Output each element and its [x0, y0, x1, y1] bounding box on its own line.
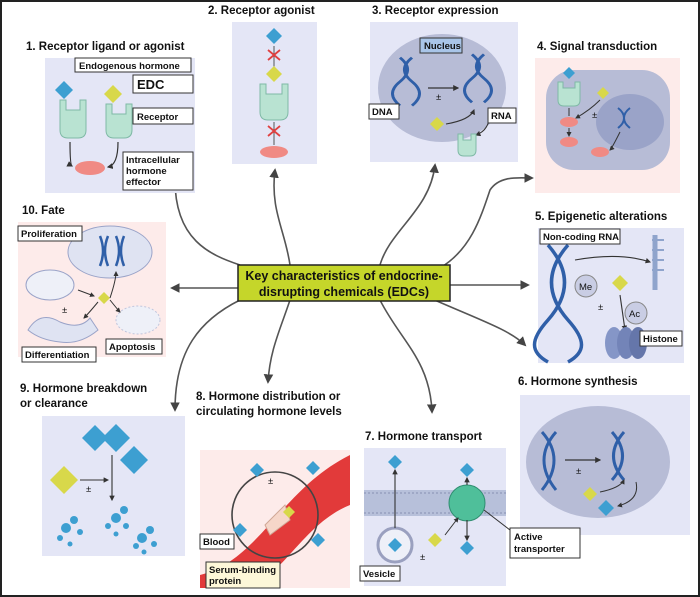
pm-symbol: ±: [436, 92, 441, 103]
pm-symbol: ±: [268, 476, 273, 487]
edc-diamond-icon: [283, 506, 295, 518]
hormone-diamond-icon: [233, 523, 247, 537]
panel-hormone-breakdown: 9. Hormone breakdown or clearance ±: [20, 383, 185, 556]
panel10-title: 10. Fate: [22, 205, 65, 217]
hormone-diamond-icon: [55, 81, 73, 99]
label-endogenous-box: [74, 57, 192, 73]
panel8-title-1: 8. Hormone distribution or: [196, 391, 341, 403]
label-blood: Blood: [203, 537, 230, 548]
label-ncrna: Non-coding RNA: [543, 232, 619, 243]
block-x-icon: [267, 125, 281, 137]
edc-diamond-icon: [98, 292, 110, 304]
panel-receptor-ligand: 1. Receptor ligand or agonist Endogenous…: [26, 41, 195, 193]
panel-hormone-transport: 7. Hormone transport ± Active transporte…: [359, 431, 581, 586]
panel1-title: 1. Receptor ligand or agonist: [26, 41, 185, 53]
panel9-title-1: 9. Hormone breakdown: [20, 383, 147, 395]
label-receptor: Receptor: [137, 112, 178, 123]
panel4-title: 4. Signal transduction: [537, 41, 657, 53]
hormone-diamond-icon: [563, 67, 575, 79]
center-title-line2: disrupting chemicals (EDCs): [259, 285, 429, 299]
panel-receptor-agonist: 2. Receptor agonist: [208, 5, 317, 164]
label-rna: RNA: [491, 111, 512, 122]
hormone-diamond-icon: [311, 533, 325, 547]
hormone-diamond-icon: [306, 461, 320, 475]
panel-receptor-expression: 3. Receptor expression ± Nucleus DNA RNA: [368, 5, 518, 162]
hormone-diamond-icon: [250, 463, 264, 477]
panel2-title: 2. Receptor agonist: [208, 5, 315, 17]
label-vesicle: Vesicle: [363, 569, 395, 580]
pm-symbol: ±: [86, 484, 91, 495]
label-sbp-1: Serum-binding: [209, 565, 276, 576]
pm-symbol: ±: [420, 552, 425, 563]
label-apoptosis: Apoptosis: [109, 342, 155, 353]
effector-ellipse-icon: [260, 146, 288, 158]
panel9-title-2: or clearance: [20, 398, 88, 410]
hormone-diamond-icon: [388, 455, 402, 469]
hormone-diamond-icon: [82, 425, 108, 451]
hormone-fragments-icon: [57, 506, 157, 555]
label-ac: Ac: [629, 309, 640, 320]
active-transporter-circle: [448, 484, 486, 522]
label-active-2: transporter: [514, 544, 565, 555]
edc-diamond-icon: [597, 87, 609, 99]
receptor-shape-icon: [259, 83, 289, 121]
panel3-title: 3. Receptor expression: [372, 5, 499, 17]
panel-signal-transduction: 4. Signal transduction ±: [535, 41, 680, 193]
apoptotic-cell-shape: [115, 305, 161, 335]
edc-diamond-icon: [266, 66, 282, 82]
hormone-diamond-icon: [102, 424, 130, 452]
cell-shape: [25, 269, 75, 301]
panel-hormone-distribution: 8. Hormone distribution or circulating h…: [196, 391, 350, 589]
receptor-shape-icon: [557, 81, 581, 107]
label-differentiation: Differentiation: [25, 350, 90, 361]
panel5-title: 5. Epigenetic alterations: [535, 211, 667, 223]
dividing-cell-shape: [67, 225, 153, 279]
panel-fate: 10. Fate ± Proliferation Apoptosis Diffe…: [17, 205, 166, 363]
label-active-1: Active: [514, 532, 543, 543]
label-histone: Histone: [643, 334, 678, 345]
differentiated-cell-shape: [27, 317, 99, 343]
panel6-title: 6. Hormone synthesis: [518, 376, 638, 388]
edc-diamond-icon: [612, 275, 628, 291]
label-effector-2: hormone: [126, 166, 167, 177]
panel-hormone-synthesis: 6. Hormone synthesis ±: [518, 376, 690, 535]
edc-diamond-icon: [104, 85, 122, 103]
label-dna: DNA: [372, 107, 393, 118]
pm-symbol: ±: [598, 302, 603, 313]
panel7-title: 7. Hormone transport: [365, 431, 482, 443]
receptor-shape-icon: [457, 133, 477, 157]
receptor-shape-2-icon: [105, 103, 133, 139]
connector-arrows: [170, 163, 534, 414]
edc-diamond-icon: [428, 533, 442, 547]
hormone-diamond-icon: [460, 541, 474, 555]
label-nucleus: Nucleus: [424, 41, 461, 52]
pm-symbol: ±: [62, 305, 67, 316]
label-me: Me: [579, 282, 592, 293]
block-x-icon: [267, 49, 281, 61]
hormone-diamond-icon: [120, 446, 148, 474]
label-sbp-2: protein: [209, 576, 241, 587]
label-proliferation: Proliferation: [21, 229, 77, 240]
center-box: Key characteristics of endocrine- disrup…: [237, 264, 451, 302]
panel-epigenetic-alterations: 5. Epigenetic alterations Me Ac ± Non-co…: [532, 211, 684, 364]
label-effector-3: effector: [126, 177, 161, 188]
center-title-line1: Key characteristics of endocrine-: [245, 269, 442, 283]
hormone-diamond-icon: [266, 28, 282, 44]
label-edc: EDC: [137, 77, 165, 92]
pm-symbol: ±: [592, 110, 597, 121]
edc-diamond-icon: [50, 466, 78, 494]
edc-diamond-icon: [430, 117, 444, 131]
hormone-diamond-icon: [460, 463, 474, 477]
edc-diamond-icon: [583, 487, 597, 501]
panel8-title-2: circulating hormone levels: [196, 406, 342, 418]
label-endogenous: Endogenous hormone: [79, 61, 180, 72]
receptor-shape-icon: [59, 99, 87, 139]
hormone-diamond-icon: [598, 500, 614, 516]
pm-symbol: ±: [576, 466, 581, 477]
hormone-diamond-icon: [388, 538, 402, 552]
effector-ellipse-icon: [75, 161, 105, 175]
label-effector-1: Intracellular: [126, 155, 180, 166]
